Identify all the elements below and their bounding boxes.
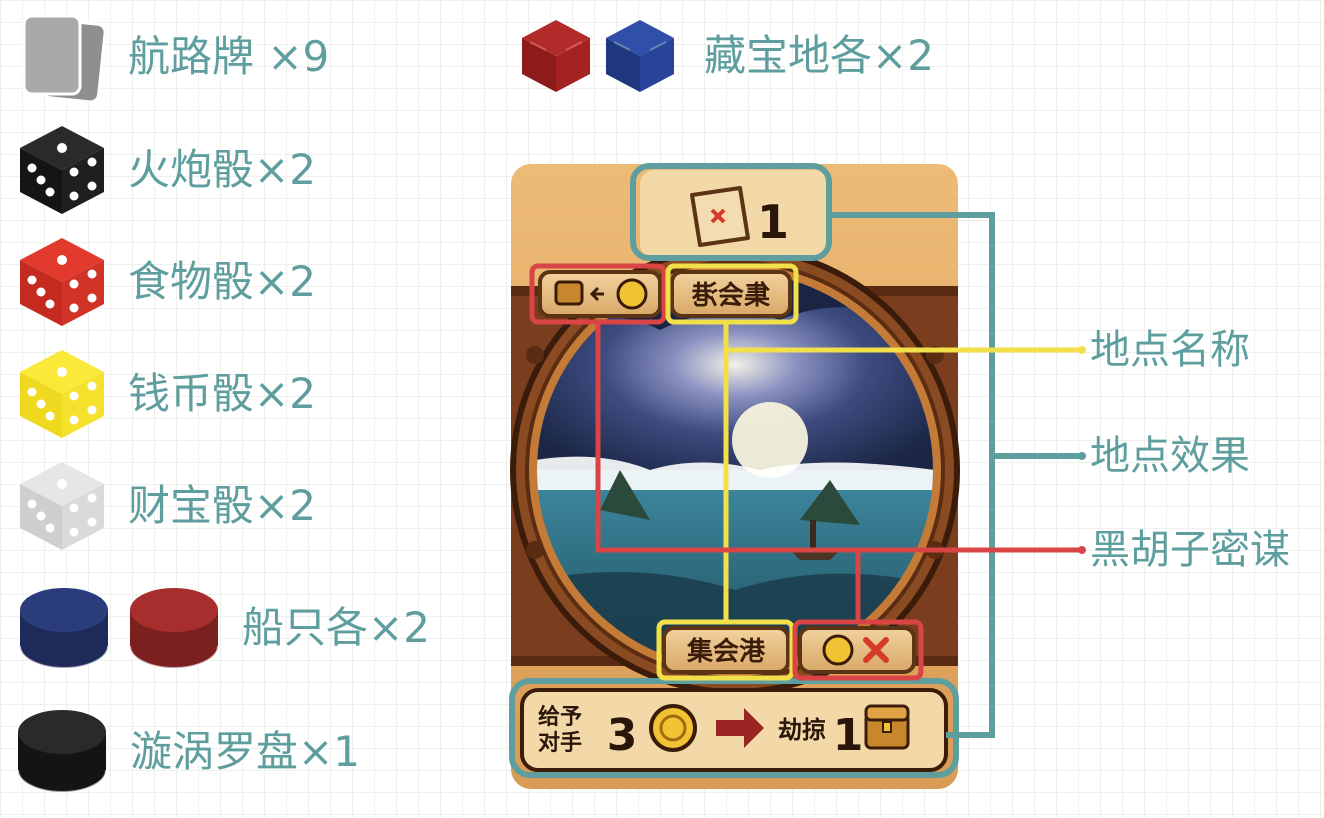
component-black-die: 火炮骰×2 — [18, 124, 316, 216]
component-treasure-maps: 藏宝地各×2 — [520, 18, 934, 94]
cards-icon — [22, 14, 107, 102]
coin-icon — [616, 278, 648, 310]
red-ship-token — [129, 588, 219, 669]
red-map-die-icon — [522, 20, 590, 92]
component-vortex-compass: 漩涡罗盘×1 — [16, 706, 360, 798]
black-die-icon — [20, 126, 104, 214]
arrow-right-icon — [716, 708, 764, 748]
callout-blackbeard-plot: 黑胡子密谋 — [1090, 527, 1290, 573]
component-label: 船只各×2 — [242, 603, 430, 652]
blue-map-die-icon — [606, 20, 674, 92]
treasure-map-scroll-icon — [690, 186, 750, 247]
component-label: 食物骰×2 — [128, 257, 316, 306]
component-yellow-die: 钱币骰×2 — [18, 348, 316, 440]
red-die-icon — [20, 238, 104, 326]
component-red-die: 食物骰×2 — [18, 236, 316, 328]
component-label: 钱币骰×2 — [128, 369, 316, 418]
effect-give-line1: 给予 — [538, 704, 582, 730]
component-label: 藏宝地各×2 — [704, 31, 934, 80]
effect-plunder-label: 劫掠 — [778, 716, 826, 744]
mirrored-location-name: 集会港 — [691, 280, 771, 311]
cross-icon — [863, 637, 889, 663]
effect-give-line2: 对手 — [538, 731, 582, 756]
ship-tokens-icon — [19, 588, 219, 669]
component-ships: 船只各×2 — [16, 582, 430, 674]
treasure-chest-icon — [864, 704, 910, 750]
component-cards: 航路牌 ×9 — [18, 12, 329, 102]
callout-location-name: 地点名称 — [1090, 327, 1250, 373]
component-white-die: 财宝骰×2 — [18, 460, 316, 552]
location-name: 集会港 — [686, 636, 766, 667]
white-die-icon — [20, 462, 104, 550]
coin-icon — [649, 704, 697, 752]
location-name-connector — [723, 322, 1082, 622]
location-effect-highlight — [509, 678, 959, 778]
mirrored-name-ribbon — [670, 270, 792, 318]
blue-ship-token — [19, 588, 109, 669]
blackbeard-plot-connector — [595, 322, 1082, 622]
effect-plunder-count: 1 — [833, 710, 864, 761]
component-label: 漩涡罗盘×1 — [130, 727, 360, 776]
arrow-left-icon — [589, 286, 604, 302]
porthole-illustration — [510, 245, 960, 695]
card-number: 1 — [757, 195, 789, 249]
location-name-ribbon — [662, 626, 790, 674]
effect-give-count: 3 — [607, 710, 638, 761]
mirrored-name-highlight — [665, 263, 799, 325]
blackbeard-plot-ribbon — [798, 626, 916, 674]
blackbeard-plot-cost-ribbon — [538, 270, 662, 318]
yellow-die-icon — [20, 350, 104, 438]
callout-location-effect: 地点效果 — [1090, 433, 1250, 479]
coin-icon — [822, 634, 854, 666]
location-effect-connector — [829, 212, 1082, 738]
component-label: 财宝骰×2 — [128, 481, 316, 530]
component-label: 航路牌 ×9 — [128, 32, 330, 81]
vortex-compass-icon — [17, 710, 107, 793]
treasure-chest-icon — [554, 280, 584, 306]
component-label: 火炮骰×2 — [128, 145, 316, 194]
